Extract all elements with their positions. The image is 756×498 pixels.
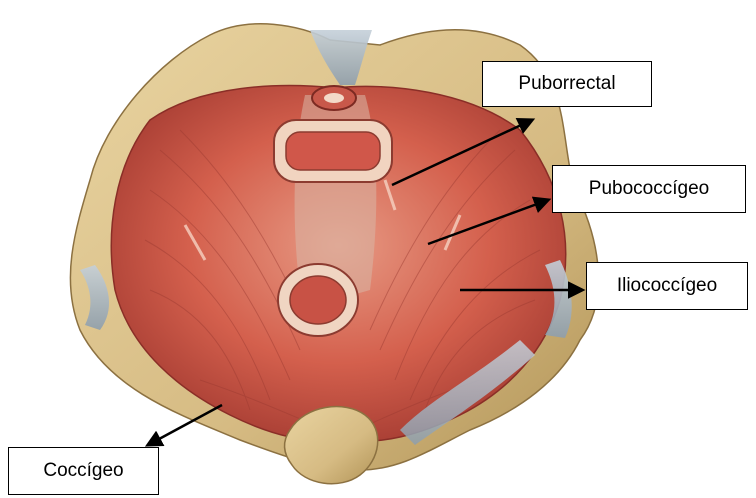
label-iliococcigeo: Iliococcígeo	[586, 262, 748, 310]
vaginal-opening	[274, 120, 392, 182]
label-coccigeo-text: Coccígeo	[43, 460, 123, 482]
anal-opening	[278, 264, 358, 336]
label-puborrectal-text: Puborrectal	[518, 73, 615, 95]
label-iliococcigeo-text: Iliococcígeo	[617, 275, 717, 297]
label-puborrectal: Puborrectal	[482, 61, 652, 107]
label-pubococcigeo-text: Pubococcígeo	[589, 178, 709, 200]
urethral-opening	[312, 86, 356, 110]
label-pubococcigeo: Pubococcígeo	[552, 165, 746, 213]
label-coccigeo: Coccígeo	[8, 447, 159, 495]
